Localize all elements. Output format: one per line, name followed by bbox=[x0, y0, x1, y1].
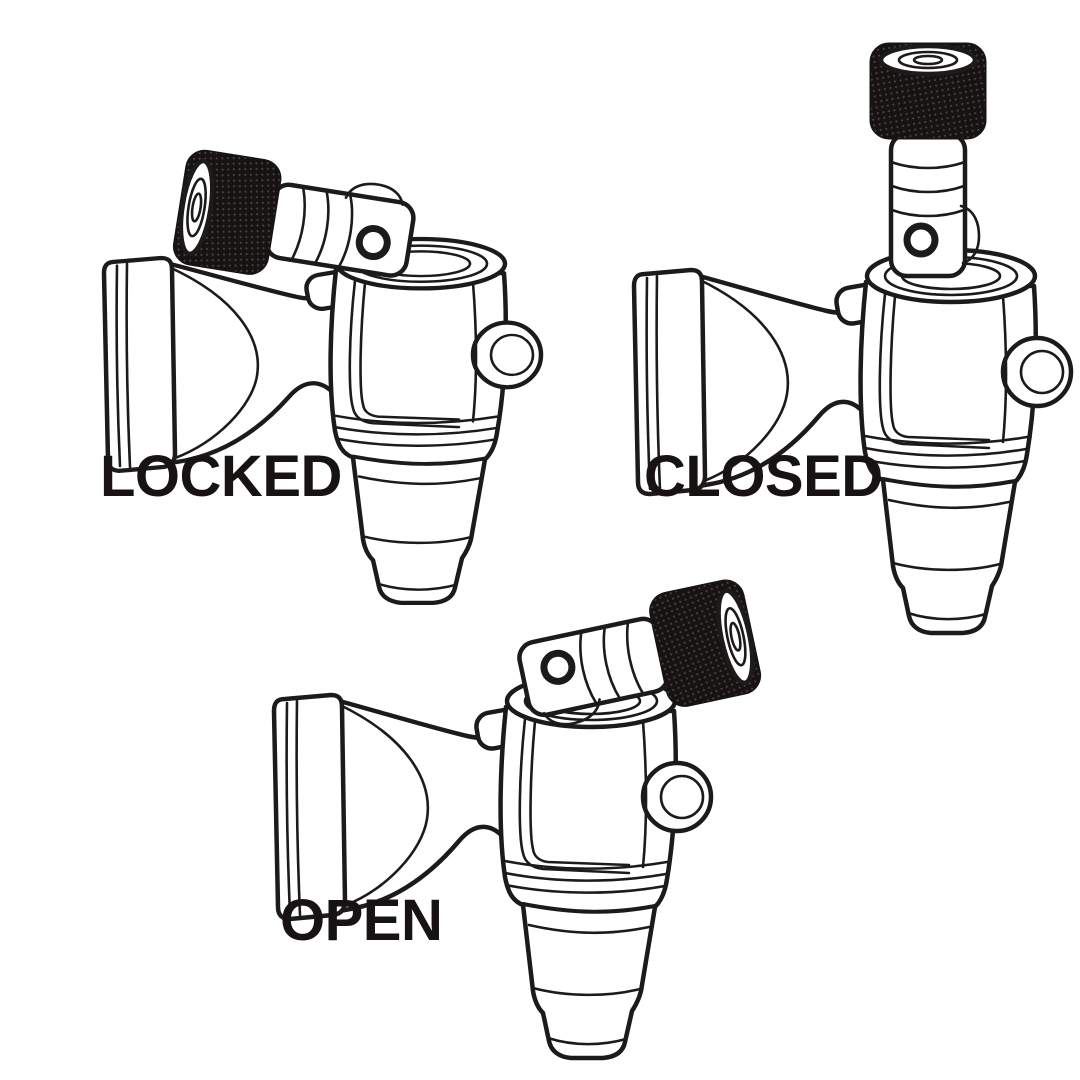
label-closed: CLOSED bbox=[644, 444, 883, 509]
label-locked: LOCKED bbox=[100, 444, 342, 509]
tap-knob-closed bbox=[871, 44, 985, 276]
tap-body-closed bbox=[634, 250, 1071, 633]
figure-open: OPEN bbox=[274, 578, 763, 1058]
label-open: OPEN bbox=[280, 888, 442, 953]
tap-body-open bbox=[274, 675, 711, 1058]
figure-closed: CLOSED bbox=[634, 44, 1071, 633]
tap-body-locked bbox=[104, 239, 541, 603]
figure-locked: LOCKED bbox=[100, 149, 541, 603]
